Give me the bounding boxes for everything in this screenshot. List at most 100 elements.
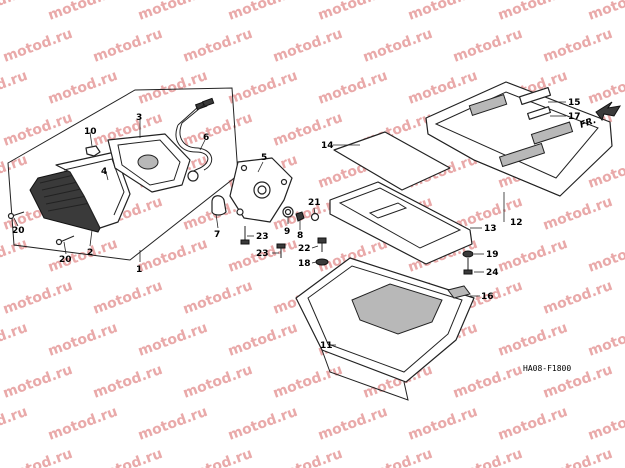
watermark-text: motod.ru (361, 446, 435, 468)
watermark-text: motod.ru (586, 404, 625, 444)
watermark-text: motod.ru (451, 362, 525, 402)
part-14-pad (333, 131, 451, 191)
watermark-text: motod.ru (181, 362, 255, 402)
watermark-text: motod.ru (451, 26, 525, 66)
callout-2: 2 (87, 248, 93, 258)
watermark-text: motod.ru (316, 0, 390, 24)
callout-9: 9 (284, 227, 290, 237)
watermark-text: motod.ru (1, 110, 75, 150)
watermark-text: motod.ru (496, 236, 570, 276)
callout-14: 14 (321, 141, 334, 151)
watermark-text: motod.ru (361, 26, 435, 66)
part-20-screw-a (7, 211, 25, 220)
watermark-text: motod.ru (406, 404, 480, 444)
part-21-washer (310, 212, 320, 222)
watermark-text: motod.ru (271, 26, 345, 66)
watermark-text: motod.ru (91, 446, 165, 468)
watermark-text: motod.ru (541, 26, 615, 66)
part-15-label (518, 86, 552, 106)
watermark-text: motod.ru (46, 0, 120, 24)
part-7-grommet (211, 195, 227, 216)
callout-3: 3 (136, 113, 142, 123)
watermark-text: motod.ru (91, 362, 165, 402)
watermark-text: motod.ru (136, 320, 210, 360)
bracket-group (211, 157, 329, 266)
watermark-text: motod.ru (226, 0, 300, 24)
watermark-text: motod.ru (496, 404, 570, 444)
callout-4: 4 (101, 167, 107, 177)
watermark-text: motod.ru (91, 278, 165, 318)
watermark-text: motod.ru (181, 26, 255, 66)
part-20-screw-b (55, 235, 75, 246)
watermark-text: motod.ru (271, 446, 345, 468)
part-8-nut (295, 211, 305, 222)
leader-lines (13, 101, 566, 346)
watermark-text: motod.ru (586, 0, 625, 24)
callout-5: 5 (261, 153, 267, 163)
watermark-text: motod.ru (226, 68, 300, 108)
watermark-text: motod.ru (181, 278, 255, 318)
part-6-wire-harness (175, 97, 215, 182)
part-13-tray (329, 181, 473, 265)
callout-20-b: 20 (59, 255, 72, 265)
watermark-text: motod.ru (136, 0, 210, 24)
part-18-grommet (315, 258, 329, 266)
watermark-text: motod.ru (91, 26, 165, 66)
watermark-text: motod.ru (0, 320, 30, 360)
watermark-text: motod.ru (181, 110, 255, 150)
watermark-text: motod.ru (1, 446, 75, 468)
callout-6: 6 (203, 133, 209, 143)
watermark-text: motod.ru (1, 278, 75, 318)
watermark-text: motod.ru (541, 446, 615, 468)
part-10-bulb (85, 145, 101, 157)
callout-1: 1 (136, 265, 142, 275)
callout-8: 8 (297, 231, 303, 241)
watermark-text: motod.ru (541, 194, 615, 234)
part-22-bolt (317, 237, 327, 252)
callout-21: 21 (308, 198, 321, 208)
callout-12: 12 (510, 218, 523, 228)
watermark-text: motod.ru (226, 404, 300, 444)
watermark-text: motod.ru (0, 0, 30, 24)
watermark-text: motod.ru (406, 0, 480, 24)
watermark-text: motod.ru (1, 26, 75, 66)
part-24-bolt (463, 258, 473, 275)
part-19-collar (462, 250, 474, 258)
part-23-bolt-a (240, 226, 250, 245)
watermark-text: motod.ru (136, 68, 210, 108)
part-12-cover (425, 81, 613, 197)
watermark-text: motod.ru (136, 404, 210, 444)
callout-19: 19 (486, 250, 499, 260)
callout-24: 24 (486, 268, 499, 278)
watermark-text: motod.ru (316, 404, 390, 444)
watermark-text: motod.ru (46, 320, 120, 360)
watermark-text: motod.ru (586, 68, 625, 108)
watermark-text: motod.ru (181, 446, 255, 468)
callout-numbers: 3 10 6 4 5 7 2 20 20 1 9 8 21 23 23 22 1… (12, 98, 581, 351)
watermark-text: motod.ru (0, 404, 30, 444)
watermark-text: motod.ru (271, 362, 345, 402)
watermark-text: motod.ru (1, 362, 75, 402)
part-3-housing (107, 133, 191, 193)
callout-11: 11 (320, 341, 333, 351)
callout-10: 10 (84, 127, 97, 137)
tail-light-assembly (7, 87, 239, 261)
watermark-text: motod.ru (0, 68, 30, 108)
watermark-text: motod.ru (496, 320, 570, 360)
watermark-text: motod.ru (226, 320, 300, 360)
watermark-text: motod.ru (316, 68, 390, 108)
watermark-text: motod.ru (496, 0, 570, 24)
watermark-text: motod.ru (0, 236, 30, 276)
callout-18: 18 (298, 259, 311, 269)
callout-16: 16 (481, 292, 494, 302)
callout-20-a: 20 (12, 226, 25, 236)
watermark-text: motod.ru (271, 110, 345, 150)
watermark-text: motod.ru (586, 320, 625, 360)
callout-23-a: 23 (256, 232, 269, 242)
watermark-text: motod.ru (541, 278, 615, 318)
callout-17: 17 (568, 112, 581, 122)
watermark-text: motod.ru (136, 236, 210, 276)
watermark-text: motod.ru (586, 236, 625, 276)
watermark-text: motod.ru (0, 152, 30, 192)
